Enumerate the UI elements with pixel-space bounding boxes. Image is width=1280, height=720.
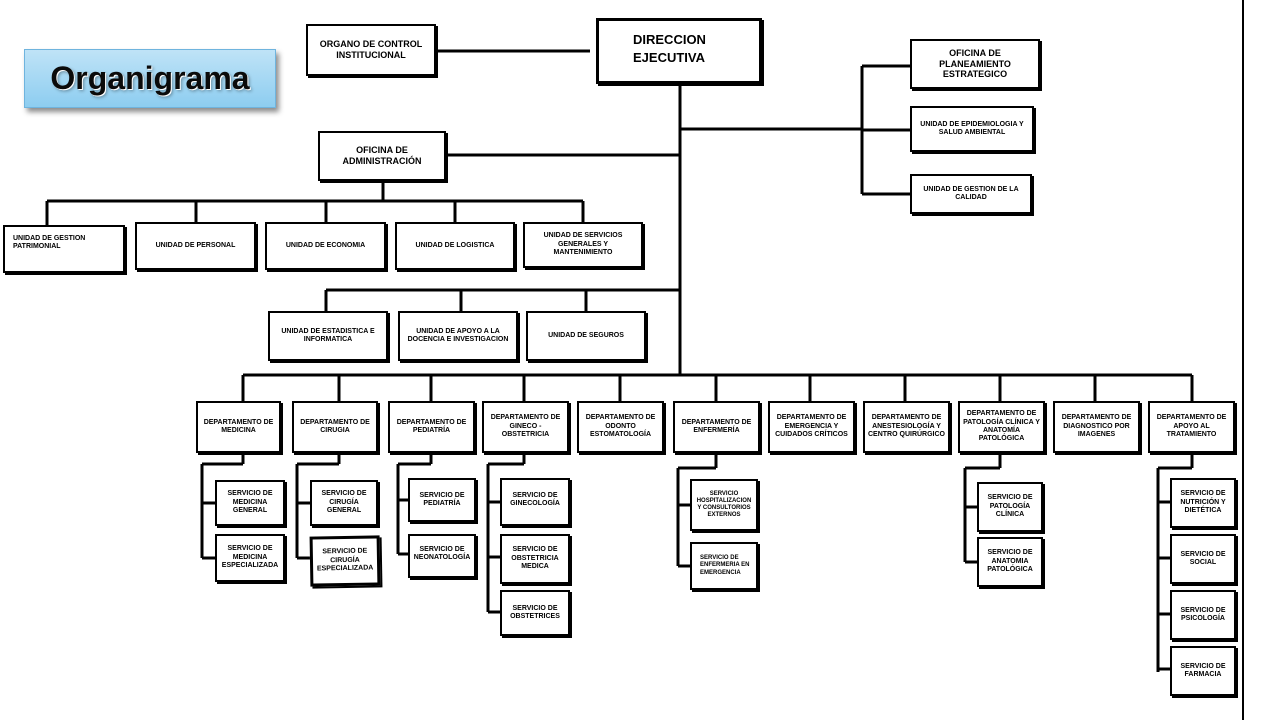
service-medicina-especializada: SERVICIO DE MEDICINA ESPECIALIZADA bbox=[215, 534, 285, 582]
dept-apoyo-tratamiento: DEPARTAMENTO DE APOYO AL TRATAMIENTO bbox=[1148, 401, 1235, 453]
node-unidad-economia: UNIDAD DE ECONOMIA bbox=[265, 222, 386, 270]
service-enfermeria-emergencia: SERVICIO DE ENFERMERIA EN EMERGENCIA bbox=[690, 542, 758, 590]
right-edge-line bbox=[1242, 0, 1244, 720]
service-nutricion: SERVICIO DE NUTRICIÓN Y DIETÉTICA bbox=[1170, 478, 1236, 528]
node-epidemiologia: UNIDAD DE EPIDEMIOLOGIA Y SALUD AMBIENTA… bbox=[910, 106, 1034, 152]
node-administracion: OFICINA DE ADMINISTRACIÓN bbox=[318, 131, 446, 181]
node-organo-control: ORGANO DE CONTROL INSTITUCIONAL bbox=[306, 24, 436, 76]
dept-anestesiologia: DEPARTAMENTO DE ANESTESIOLOGÍA Y CENTRO … bbox=[863, 401, 950, 453]
dept-enfermeria: DEPARTAMENTO DE ENFERMERÍA bbox=[673, 401, 760, 453]
dept-pediatria: DEPARTAMENTO DE PEDIATRÍA bbox=[388, 401, 475, 453]
service-pediatria: SERVICIO DE PEDIATRÍA bbox=[408, 478, 476, 522]
service-ginecologia: SERVICIO DE GINECOLOGÍA bbox=[500, 478, 570, 526]
node-calidad: UNIDAD DE GESTION DE LA CALIDAD bbox=[910, 174, 1032, 214]
dept-patologia: DEPARTAMENTO DE PATOLOGÍA CLÍNICA Y ANAT… bbox=[958, 401, 1045, 453]
service-medicina-general: SERVICIO DE MEDICINA GENERAL bbox=[215, 480, 285, 526]
node-gestion-patrimonial: UNIDAD DE GESTION PATRIMONIAL bbox=[3, 225, 125, 273]
dept-gineco-obstetricia: DEPARTAMENTO DE GINECO - OBSTETRICIA bbox=[482, 401, 569, 453]
service-farmacia: SERVICIO DE FARMACIA bbox=[1170, 646, 1236, 696]
dept-cirugia: DEPARTAMENTO DE CIRUGIA bbox=[292, 401, 378, 453]
service-neonatologia: SERVICIO DE NEONATOLOGÍA bbox=[408, 534, 476, 578]
node-unidad-logistica: UNIDAD DE LOGISTICA bbox=[395, 222, 515, 270]
node-unidad-personal: UNIDAD DE PERSONAL bbox=[135, 222, 256, 270]
service-cirugia-general: SERVICIO DE CIRUGÍA GENERAL bbox=[310, 480, 378, 526]
service-cirugia-especializada: SERVICIO DE CIRUGÍA ESPECIALIZADA bbox=[309, 535, 381, 587]
dept-odonto: DEPARTAMENTO DE ODONTO ESTOMATOLOGÍA bbox=[577, 401, 664, 453]
service-social: SERVICIO DE SOCIAL bbox=[1170, 534, 1236, 584]
service-obstetrices: SERVICIO DE OBSTETRICES bbox=[500, 590, 570, 636]
node-estadistica: UNIDAD DE ESTADISTICA E INFORMATICA bbox=[268, 311, 388, 361]
service-hospitalizacion: SERVICIO HOSPITALIZACION Y CONSULTORIOS … bbox=[690, 479, 758, 531]
node-seguros: UNIDAD DE SEGUROS bbox=[526, 311, 646, 361]
service-psicologia: SERVICIO DE PSICOLOGÍA bbox=[1170, 590, 1236, 640]
dept-medicina: DEPARTAMENTO DE MEDICINA bbox=[196, 401, 281, 453]
page-title: Organigrama bbox=[24, 49, 276, 108]
dept-emergencia: DEPARTAMENTO DE EMERGENCIA Y CUIDADOS CR… bbox=[768, 401, 855, 453]
node-direccion-ejecutiva: DIRECCION EJECUTIVA bbox=[596, 18, 762, 84]
service-patologia-clinica: SERVICIO DE PATOLOGÍA CLÍNICA bbox=[977, 482, 1043, 532]
node-servicios-generales: UNIDAD DE SERVICIOS GENERALES Y MANTENIM… bbox=[523, 222, 643, 268]
dept-diagnostico-imagenes: DEPARTAMENTO DE DIAGNOSTICO POR IMAGENES bbox=[1053, 401, 1140, 453]
node-docencia: UNIDAD DE APOYO A LA DOCENCIA E INVESTIG… bbox=[398, 311, 518, 361]
node-planeamiento: OFICINA DE PLANEAMIENTO ESTRATEGICO bbox=[910, 39, 1040, 89]
service-obstetricia-medica: SERVICIO DE OBSTETRICIA MEDICA bbox=[500, 534, 570, 584]
service-anatomia-patologica: SERVICIO DE ANATOMIA PATOLÓGICA bbox=[977, 537, 1043, 587]
